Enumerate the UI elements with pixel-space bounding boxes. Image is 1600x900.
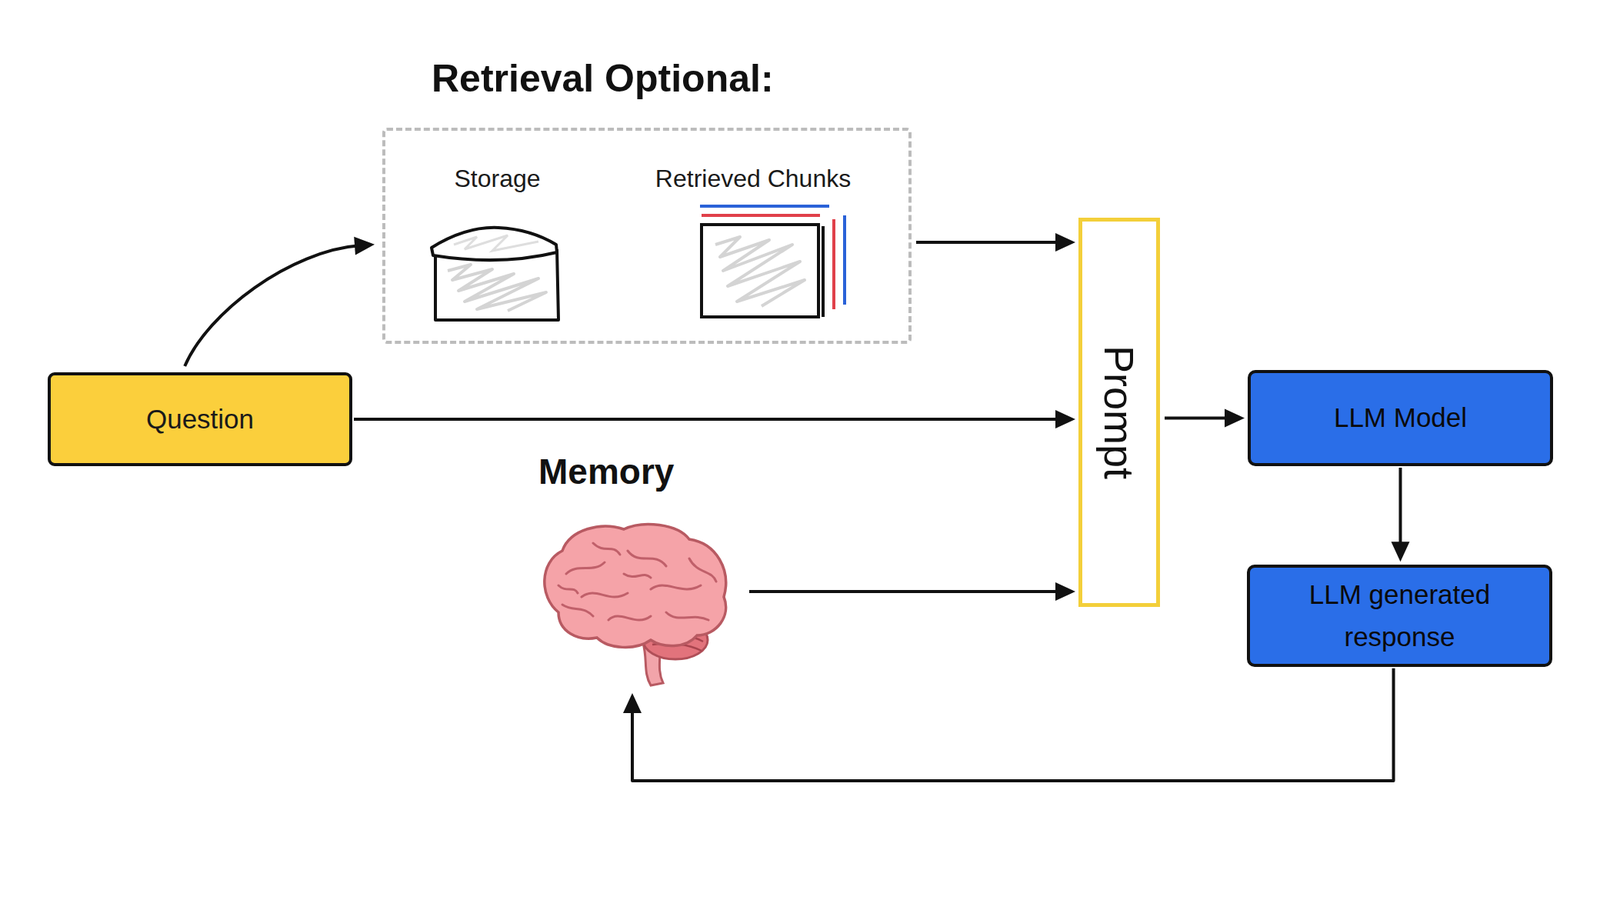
arrow-head [1224,409,1245,428]
arrow-head [353,236,375,256]
chunks-icon [700,206,845,317]
group-heading: Retrieval Optional: [431,55,774,102]
storage-scribble [447,264,547,311]
process-box: LLM Model [1247,370,1554,467]
connector-line [1399,467,1403,548]
prompt-label: Prompt [1098,345,1140,480]
box-label: Question [146,401,254,437]
box-label: LLM Model [1333,396,1467,439]
prompt-box: Prompt [1078,217,1160,607]
icon-label: Storage [418,156,577,194]
brain-gyri [558,543,717,620]
connector-line [632,668,1394,781]
storage-lid [431,227,557,260]
connector-line [1164,416,1231,420]
chunk-line-blue [700,204,830,208]
question-box: Question [47,372,353,467]
icon-label: Retrieved Chunks [618,156,888,194]
chunk-edge [821,226,825,317]
lid-scribble [453,235,539,251]
connector [916,233,1076,252]
connector-line [916,240,1062,244]
storage-icon [431,227,559,320]
cerebrum [544,524,727,648]
arrow-head [623,693,642,714]
connector [1391,467,1410,562]
connector-line [353,417,1062,421]
connector [353,410,1076,429]
chunk-line-blue [843,215,847,305]
process-box: LLM generated response [1246,564,1553,667]
connector [1164,409,1245,428]
chunk-line-red [832,219,836,310]
arrow-head [1391,541,1410,562]
retrieval-group: Retrieval Optional:StorageRetrieved Chun… [382,127,912,344]
chunk-line-red [701,213,820,217]
connector-line [749,590,1062,594]
arrow-head [1055,233,1076,252]
chunk-scribble [715,236,805,307]
connector [749,582,1076,601]
connector [184,236,375,367]
icon-node: Retrieved Chunks [618,156,888,330]
memory-node: Memory [523,438,747,689]
chunk-sheet [701,224,819,317]
icon-node: Storage [418,156,577,330]
arrow-head [1055,410,1076,429]
connector-line [184,245,361,367]
brain-illustration [544,524,727,686]
connector [623,668,1394,781]
arrow-head [1055,582,1076,601]
box-label: LLM generated response [1273,573,1527,658]
memory-label: Memory [523,438,747,494]
